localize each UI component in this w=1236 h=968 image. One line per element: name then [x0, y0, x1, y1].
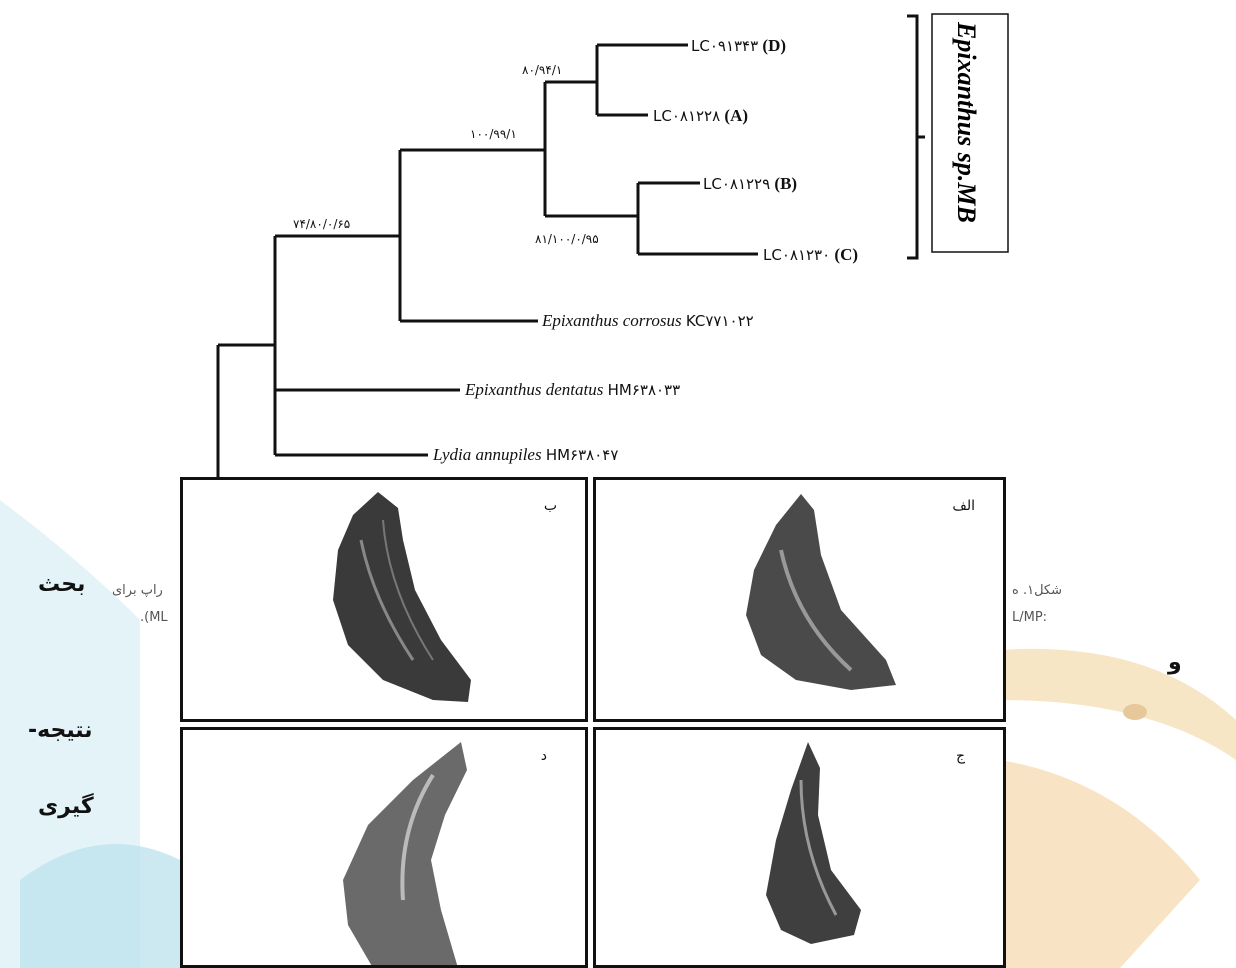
leaf-code: HM۶۳۸۰۳۳	[608, 381, 681, 399]
leaf-tag: (C)	[834, 245, 858, 264]
tooth-image	[183, 730, 585, 965]
leaf-tag: (D)	[762, 36, 786, 55]
panel-alef: الف	[593, 477, 1006, 722]
leaf-c: LC۰۸۱۲۳۰ (C)	[763, 245, 858, 264]
leaf-tag: (A)	[724, 106, 748, 125]
leaf-species: Epixanthus dentatus	[464, 380, 604, 399]
side-word-natijeh: نتیجه-	[28, 718, 93, 743]
clade-label: Epixanthus sp.MB	[952, 21, 981, 223]
panel-j: ج	[593, 727, 1006, 968]
side-word-va: و	[1168, 650, 1182, 675]
panel-b: ب	[180, 477, 588, 722]
caption-fragment-right-bottom: L/MP:	[1012, 610, 1047, 625]
leaf-code: LC۰۸۱۲۳۰	[763, 246, 830, 264]
leaf-tag: (B)	[774, 174, 797, 193]
tooth-image	[596, 730, 1003, 965]
leaf-species: Lydia annupiles	[432, 445, 542, 464]
bootstrap-value: ۱۰۰/۹۹/۱	[470, 127, 517, 141]
tooth-image	[596, 480, 1003, 719]
leaf-code: KC۷۷۱۰۲۲	[686, 312, 754, 330]
leaf-d: LC۰۹۱۳۴۳ (D)	[691, 36, 786, 55]
bootstrap-value: ۸۰/۹۴/۱	[522, 63, 562, 77]
tooth-image	[183, 480, 585, 719]
bootstrap-value: ۸۱/۱۰۰/۰/۹۵	[535, 232, 599, 246]
leaf-code: LC۰۸۱۲۲۸	[653, 107, 720, 125]
leaf-b: LC۰۸۱۲۲۹ (B)	[703, 174, 797, 193]
caption-fragment-left-bottom: .(ML	[140, 610, 168, 625]
leaf-lydia: Lydia annupiles HM۶۳۸۰۴۷	[432, 445, 618, 464]
leaf-species: Epixanthus corrosus	[541, 311, 682, 330]
leaf-code: LC۰۸۱۲۲۹	[703, 175, 770, 193]
caption-fragment-left-top: راپ برای	[112, 583, 163, 598]
leaf-code: LC۰۹۱۳۴۳	[691, 37, 758, 55]
leaf-corrosus: Epixanthus corrosus KC۷۷۱۰۲۲	[541, 311, 754, 330]
caption-fragment-right-top: شکل۱. ه	[1012, 583, 1062, 598]
side-word-bahs: بحث	[38, 572, 85, 597]
bootstrap-value: ۷۴/۸۰/۰/۶۵	[293, 217, 350, 231]
leaf-a: LC۰۸۱۲۲۸ (A)	[653, 106, 748, 125]
leaf-code: HM۶۳۸۰۴۷	[546, 446, 619, 464]
side-word-giri: گیری	[38, 794, 94, 819]
panel-d: د	[180, 727, 588, 968]
leaf-dentatus: Epixanthus dentatus HM۶۳۸۰۳۳	[464, 380, 680, 399]
